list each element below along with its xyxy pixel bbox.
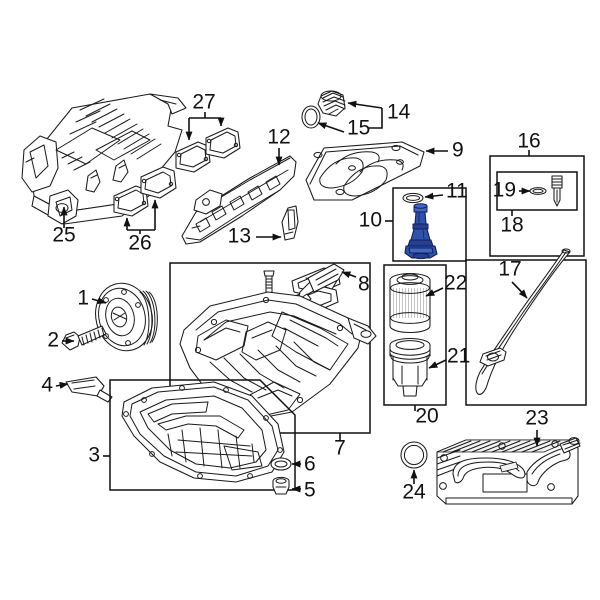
part-oil-level-sensor-highlighted: [404, 203, 438, 260]
part-intake-gasket-upper-a: [175, 141, 211, 173]
part-oil-filter-housing-cap: [389, 337, 431, 397]
callout-9: 9: [452, 139, 464, 162]
callout-1: 1: [77, 287, 89, 310]
part-bracket-clip: [281, 205, 299, 241]
callout-3: 3: [88, 444, 100, 467]
leader-17: [511, 281, 528, 299]
part-drain-plug: [272, 476, 290, 495]
part-dipstick-tube-o-ring: [529, 187, 547, 195]
callout-20: 20: [415, 405, 438, 428]
part-oil-cooler-seal: [400, 441, 428, 469]
callout-5: 5: [304, 479, 316, 502]
group-box-10: [392, 187, 467, 262]
leader-1: [91, 297, 107, 305]
leader-14: [347, 100, 383, 109]
callout-27: 27: [192, 91, 215, 114]
part-oil-filler-cap-seal: [301, 105, 321, 129]
leader-4: [55, 381, 69, 389]
part-intake-gasket-lower-a: [113, 185, 149, 217]
callout-14: 14: [387, 101, 411, 124]
callout-12: 12: [267, 126, 290, 149]
part-intake-gasket-upper-b: [205, 127, 241, 159]
part-oil-level-sensor-o-ring: [402, 192, 424, 204]
callout-25: 25: [52, 224, 75, 247]
part-sealant-tube-small: [65, 376, 113, 403]
part-crankshaft-pulley: [95, 282, 158, 352]
part-dipstick-guide-tube: [475, 248, 571, 395]
part-oil-filter-element: [389, 272, 431, 333]
group-box-23-tube: [465, 259, 587, 406]
callout-6: 6: [304, 453, 316, 476]
part-cylinder-head-cover-gasket: [305, 141, 425, 201]
part-dipstick: [551, 175, 563, 207]
callout-15: 15: [347, 117, 370, 140]
group-box-18: [496, 171, 578, 211]
leader-15: [317, 122, 345, 133]
leader-22: [425, 287, 444, 297]
callout-26: 26: [128, 232, 151, 255]
part-intake-manifold: [21, 93, 187, 225]
leader-21: [428, 359, 447, 369]
callout-23: 23: [525, 407, 548, 430]
callout-16: 16: [517, 130, 540, 153]
leader-26-bridge: [127, 229, 155, 234]
callout-21: 21: [447, 345, 470, 368]
callout-7: 7: [334, 437, 346, 460]
part-drain-plug-gasket: [270, 457, 292, 471]
callout-2: 2: [47, 329, 59, 352]
callout-18: 18: [500, 214, 523, 237]
part-engine-oil-cooler: [436, 437, 581, 505]
callout-22: 22: [444, 272, 467, 295]
part-oil-pan-bolt: [263, 270, 275, 297]
group-box-3: [109, 379, 296, 491]
part-intake-gasket-lower-b: [140, 166, 177, 199]
part-valve-cover-trim: [181, 155, 297, 245]
callout-17: 17: [498, 258, 521, 281]
part-oil-filler-cap: [317, 90, 346, 117]
leader-11: [424, 192, 444, 200]
group-box-16: [489, 155, 585, 257]
callout-4: 4: [41, 374, 53, 397]
callout-19: 19: [493, 179, 516, 202]
leader-8: [341, 271, 357, 279]
leader-27-bridge: [189, 112, 221, 119]
callout-24: 24: [402, 481, 426, 504]
callout-13: 13: [228, 225, 251, 248]
callout-10: 10: [359, 209, 382, 232]
part-pulley-bolt: [61, 325, 107, 351]
callout-8: 8: [358, 273, 370, 296]
leader-14-stem: [368, 108, 383, 129]
part-lower-oil-pan: [121, 381, 285, 483]
callout-11: 11: [446, 180, 468, 203]
